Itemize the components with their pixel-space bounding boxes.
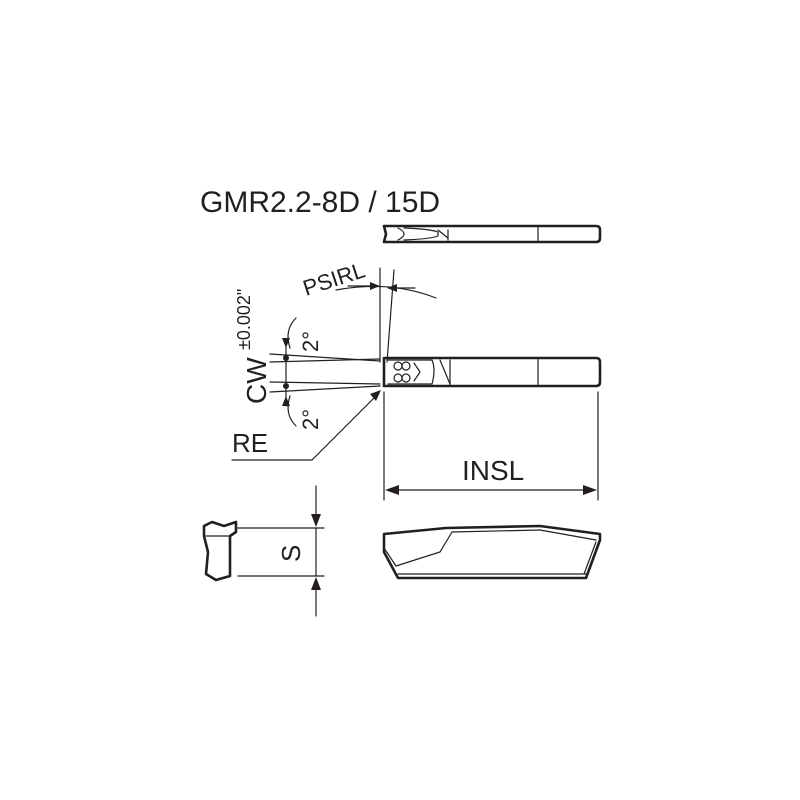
side-view-insert bbox=[382, 524, 602, 580]
cw-label: CW bbox=[241, 357, 272, 404]
title: GMR2.2-8D / 15D bbox=[200, 186, 440, 219]
cw-tolerance: ±0.002" bbox=[234, 289, 254, 350]
re-leader: RE bbox=[231, 390, 381, 461]
angle-bottom-label: 2° bbox=[298, 409, 323, 430]
cw-dimension: CW ±0.002" 2° 2° bbox=[234, 289, 381, 430]
angle-top-label: 2° bbox=[298, 331, 323, 352]
insl-dimension: INSL bbox=[383, 391, 599, 501]
re-label: RE bbox=[232, 428, 268, 458]
insl-label: INSL bbox=[462, 455, 524, 486]
top-view-insert bbox=[382, 224, 602, 244]
main-view-insert bbox=[382, 356, 602, 388]
end-view-insert bbox=[202, 520, 238, 582]
s-label: S bbox=[276, 545, 306, 562]
s-dimension: S bbox=[237, 485, 325, 617]
psirl-label: PSIRL bbox=[300, 257, 368, 300]
